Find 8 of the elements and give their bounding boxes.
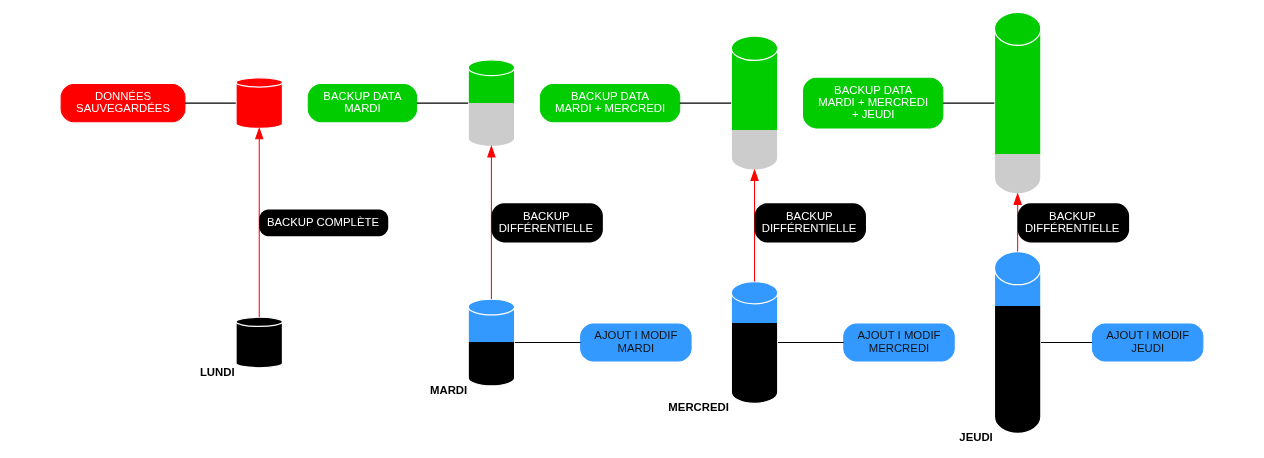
edge-label: BACKUP DIFFÉRENTIELLE bbox=[1024, 209, 1120, 234]
node-label: LUNDI bbox=[199, 365, 235, 378]
node-label: MARDI bbox=[430, 383, 468, 396]
edge-label: BACKUP DIFFÉRENTIELLE bbox=[761, 209, 857, 234]
node-label: JEUDI bbox=[959, 431, 993, 444]
edge-label: BACKUP COMPLÈTE bbox=[266, 215, 379, 228]
node-label: MERCREDI bbox=[668, 401, 729, 414]
edge-label: BACKUP DIFFÉRENTIELLE bbox=[498, 209, 594, 234]
